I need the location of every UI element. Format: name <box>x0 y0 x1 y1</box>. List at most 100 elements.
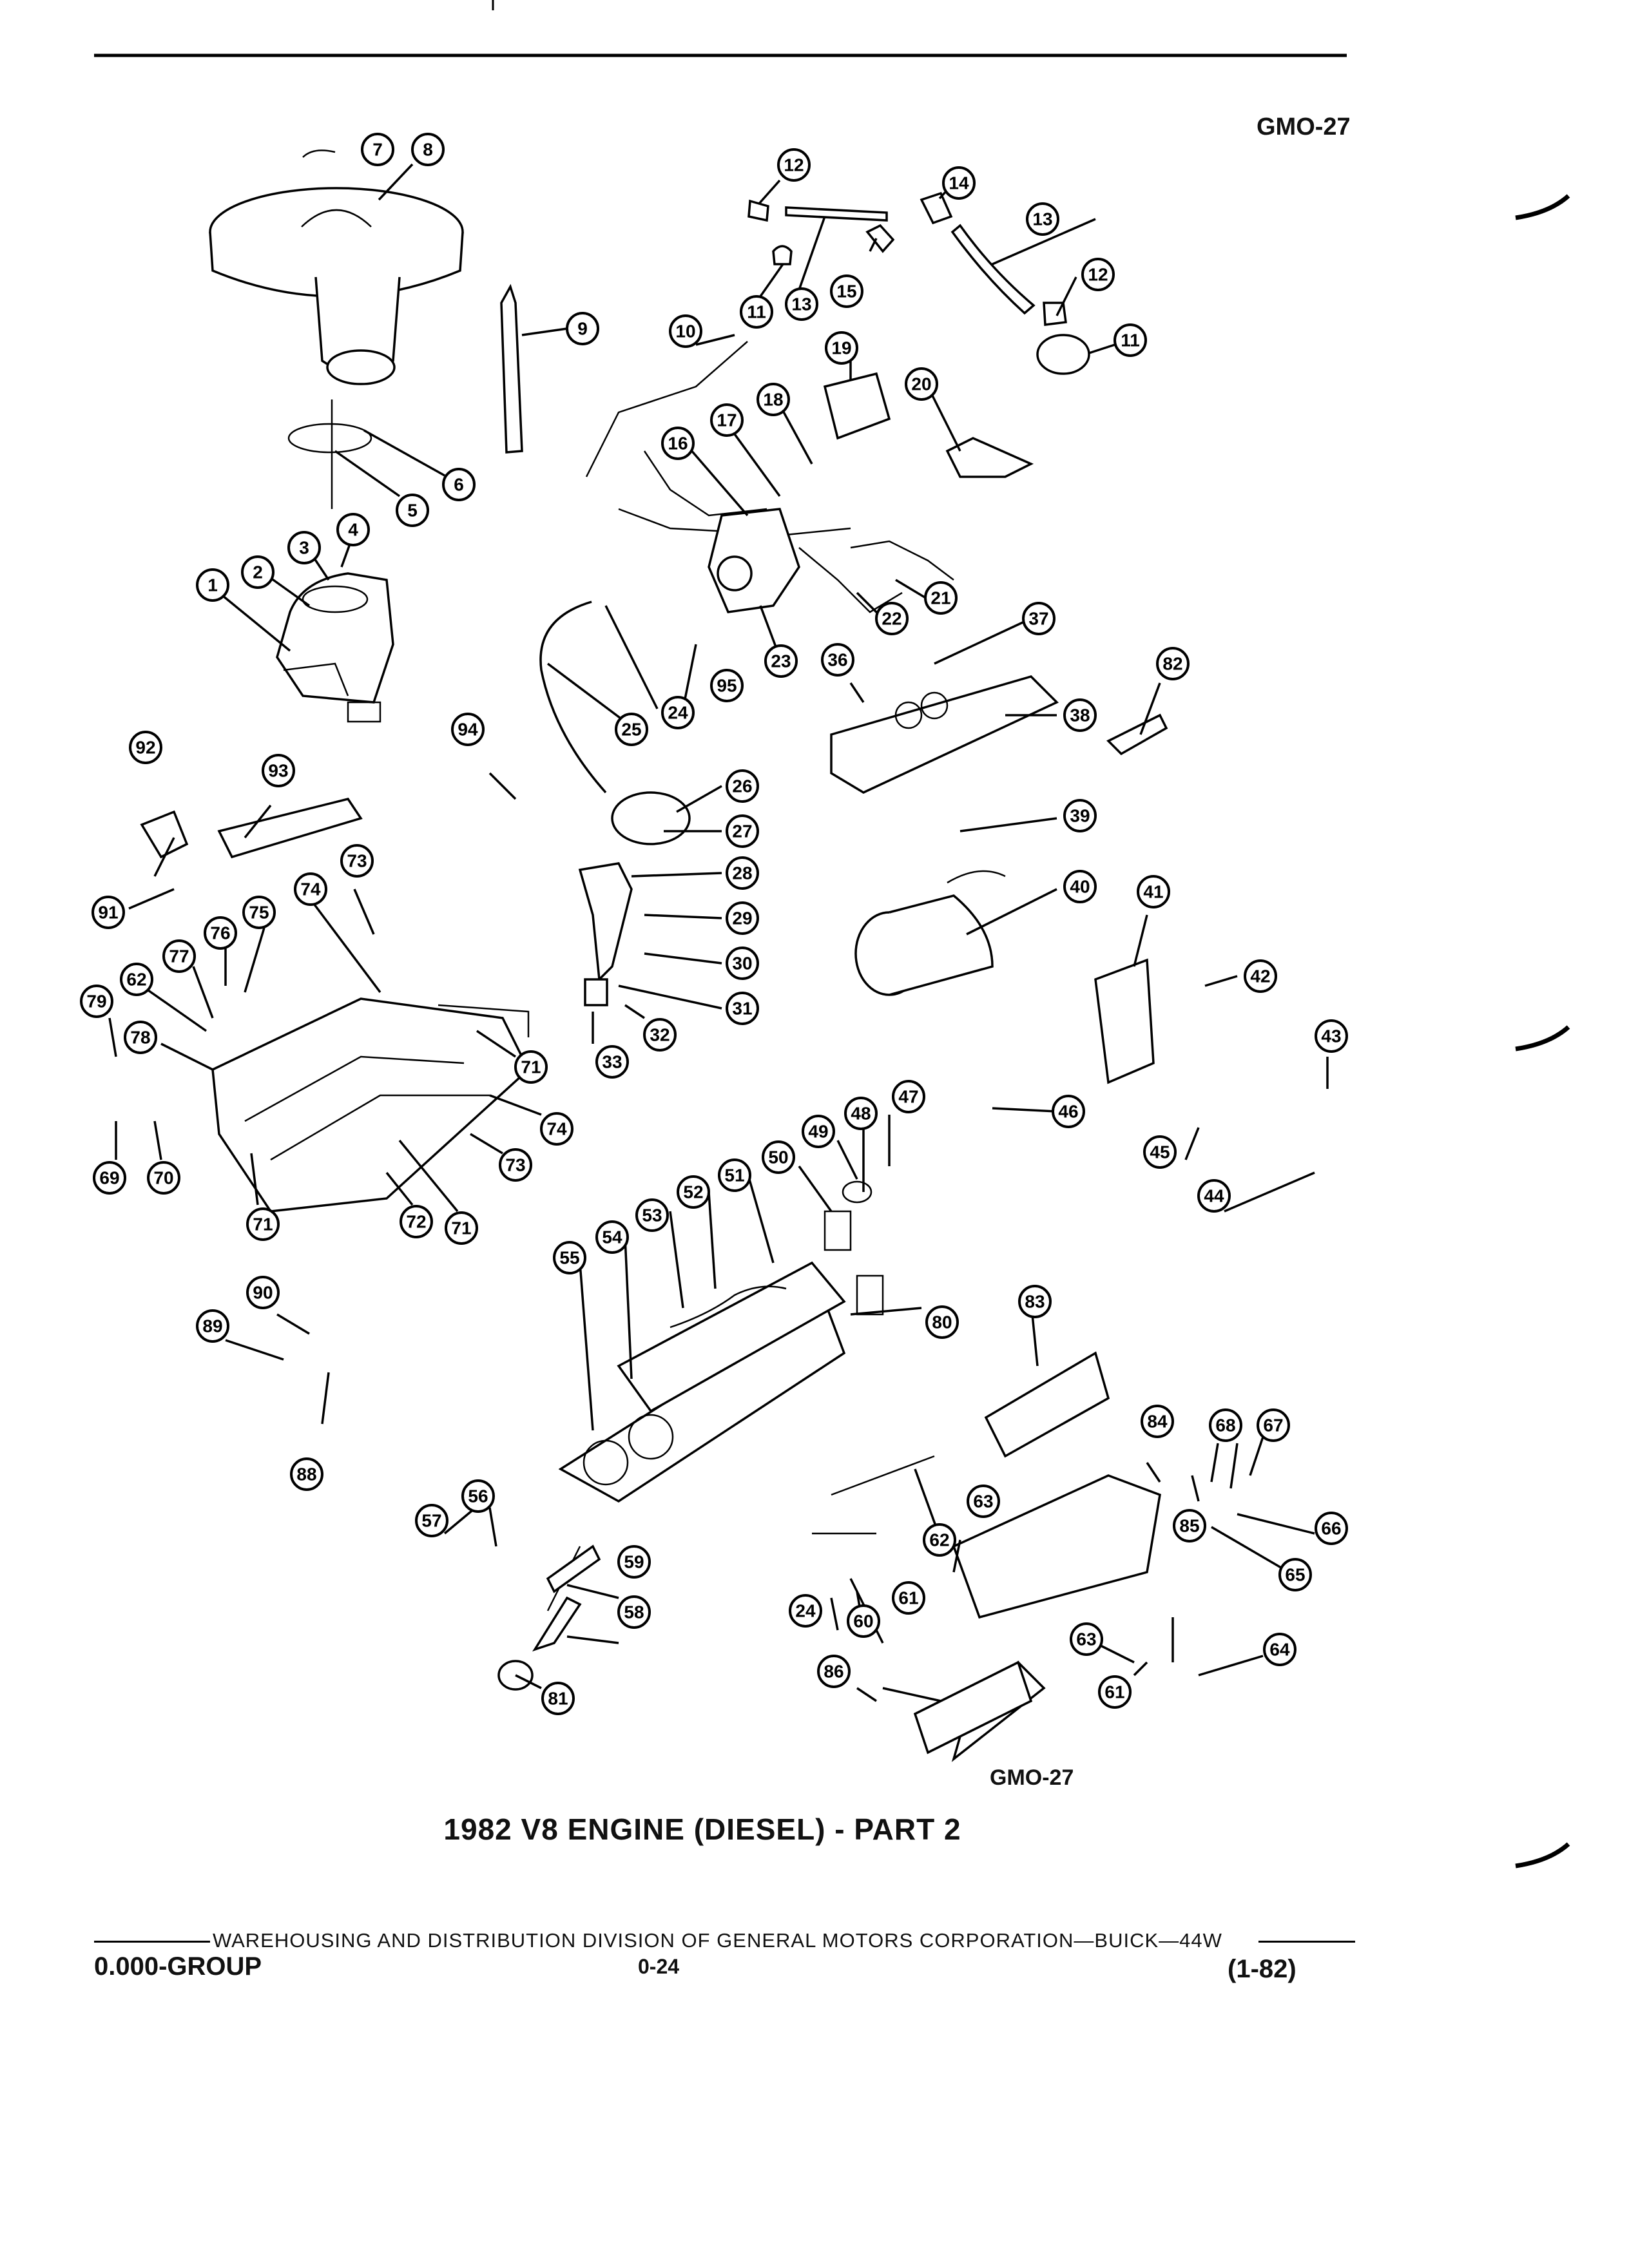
svg-text:95: 95 <box>717 676 737 696</box>
figure-code-bottom: GMO-27 <box>990 1765 1074 1790</box>
svg-text:4: 4 <box>348 520 358 540</box>
svg-text:22: 22 <box>882 609 901 629</box>
injection-pump <box>708 508 800 613</box>
svg-text:73: 73 <box>505 1155 525 1175</box>
svg-text:94: 94 <box>458 720 478 740</box>
callout-34: 36 <box>821 643 854 677</box>
callout-15: 15 <box>830 274 863 308</box>
svg-text:19: 19 <box>831 338 851 358</box>
gasket-and-stud <box>287 399 372 509</box>
svg-text:28: 28 <box>732 863 752 883</box>
callout-89: 88 <box>290 1457 323 1491</box>
svg-text:3: 3 <box>299 538 309 558</box>
svg-text:60: 60 <box>853 1611 873 1631</box>
glow-plugs-and-valves <box>497 1455 935 1691</box>
svg-text:71: 71 <box>451 1218 471 1238</box>
callout-63: 62 <box>120 963 153 996</box>
callout-31: 31 <box>726 992 759 1025</box>
svg-text:45: 45 <box>1150 1142 1170 1162</box>
callout-77: 75 <box>242 896 276 929</box>
callout-81: 79 <box>80 985 113 1018</box>
callout-24b: 24 <box>789 1594 822 1628</box>
callout-17: 17 <box>710 403 744 437</box>
callout-66: 66 <box>1315 1512 1348 1545</box>
callout-84: 82 <box>1156 647 1190 680</box>
callout-87: 85 <box>1173 1509 1206 1542</box>
svg-text:53: 53 <box>642 1206 662 1225</box>
svg-text:51: 51 <box>724 1166 744 1186</box>
group-label: 0.000-GROUP <box>94 1952 262 1981</box>
callout-23: 23 <box>764 644 798 678</box>
callout-4: 4 <box>336 513 370 546</box>
svg-text:41: 41 <box>1143 882 1163 902</box>
svg-text:65: 65 <box>1285 1565 1305 1585</box>
callout-36: 38 <box>1063 698 1097 732</box>
callout-14: 14 <box>942 166 976 200</box>
callout-68: 68 <box>1209 1408 1242 1442</box>
callout-46: 48 <box>844 1097 878 1130</box>
svg-text:64: 64 <box>1269 1640 1290 1660</box>
svg-text:62: 62 <box>126 970 146 990</box>
svg-text:63: 63 <box>973 1492 993 1512</box>
svg-text:12: 12 <box>784 155 804 175</box>
svg-text:77: 77 <box>169 947 189 966</box>
svg-text:31: 31 <box>732 999 752 1019</box>
bracket-84 <box>1106 713 1168 756</box>
svg-text:8: 8 <box>423 140 433 160</box>
callout-92: 91 <box>92 896 125 929</box>
svg-text:93: 93 <box>268 761 288 781</box>
callout-62: 61 <box>1098 1675 1132 1709</box>
callout-58: 60 <box>847 1604 880 1638</box>
callout-93: 92 <box>129 731 162 764</box>
callout-11: 11 <box>740 295 773 329</box>
callout-25: 25 <box>615 713 648 746</box>
callout-8: 8 <box>411 133 445 166</box>
callout-27: 27 <box>726 814 759 848</box>
bracket-20 <box>945 437 1034 478</box>
svg-text:74: 74 <box>546 1119 567 1139</box>
callout-13: 13 <box>785 287 818 321</box>
callout-38: 40 <box>1063 870 1097 903</box>
callout-74: 74 <box>540 1112 574 1146</box>
callout-35: 37 <box>1022 602 1055 635</box>
callout-70: 70 <box>147 1161 180 1195</box>
svg-text:86: 86 <box>824 1662 843 1682</box>
svg-text:6: 6 <box>454 475 464 495</box>
callout-12: 12 <box>777 148 811 182</box>
fuel-filter <box>823 372 891 440</box>
svg-text:24: 24 <box>668 703 688 723</box>
callout-55: 57 <box>415 1504 448 1537</box>
svg-text:68: 68 <box>1215 1416 1235 1436</box>
callout-1: 1 <box>196 568 229 602</box>
callout-61: 63 <box>967 1485 1000 1518</box>
svg-text:81: 81 <box>548 1689 568 1709</box>
svg-text:49: 49 <box>808 1122 828 1142</box>
callout-26: 26 <box>726 769 759 803</box>
heat-shields <box>913 1351 1110 1754</box>
svg-text:39: 39 <box>1070 806 1090 826</box>
svg-text:42: 42 <box>1250 966 1270 986</box>
callout-71a: 71 <box>246 1207 280 1241</box>
svg-text:58: 58 <box>624 1602 644 1622</box>
svg-text:10: 10 <box>675 322 695 341</box>
callout-39: 41 <box>1137 875 1170 908</box>
callout-80: 78 <box>124 1021 157 1054</box>
svg-text:72: 72 <box>406 1212 426 1232</box>
footer-rule-right <box>1258 1941 1355 1943</box>
svg-text:83: 83 <box>1025 1292 1045 1312</box>
valve-springs <box>824 1180 884 1316</box>
callout-9: 9 <box>566 312 599 345</box>
svg-text:17: 17 <box>717 410 737 430</box>
svg-text:46: 46 <box>1058 1102 1078 1122</box>
callout-22: 22 <box>875 602 909 635</box>
svg-text:61: 61 <box>1104 1682 1124 1702</box>
callout-56: 58 <box>617 1595 651 1629</box>
svg-text:25: 25 <box>621 720 641 740</box>
callout-42: 44 <box>1197 1179 1231 1213</box>
svg-text:14: 14 <box>949 173 969 193</box>
svg-text:26: 26 <box>732 776 752 796</box>
svg-text:32: 32 <box>650 1025 670 1045</box>
svg-text:11: 11 <box>747 302 766 322</box>
callout-76: 74 <box>294 872 327 906</box>
